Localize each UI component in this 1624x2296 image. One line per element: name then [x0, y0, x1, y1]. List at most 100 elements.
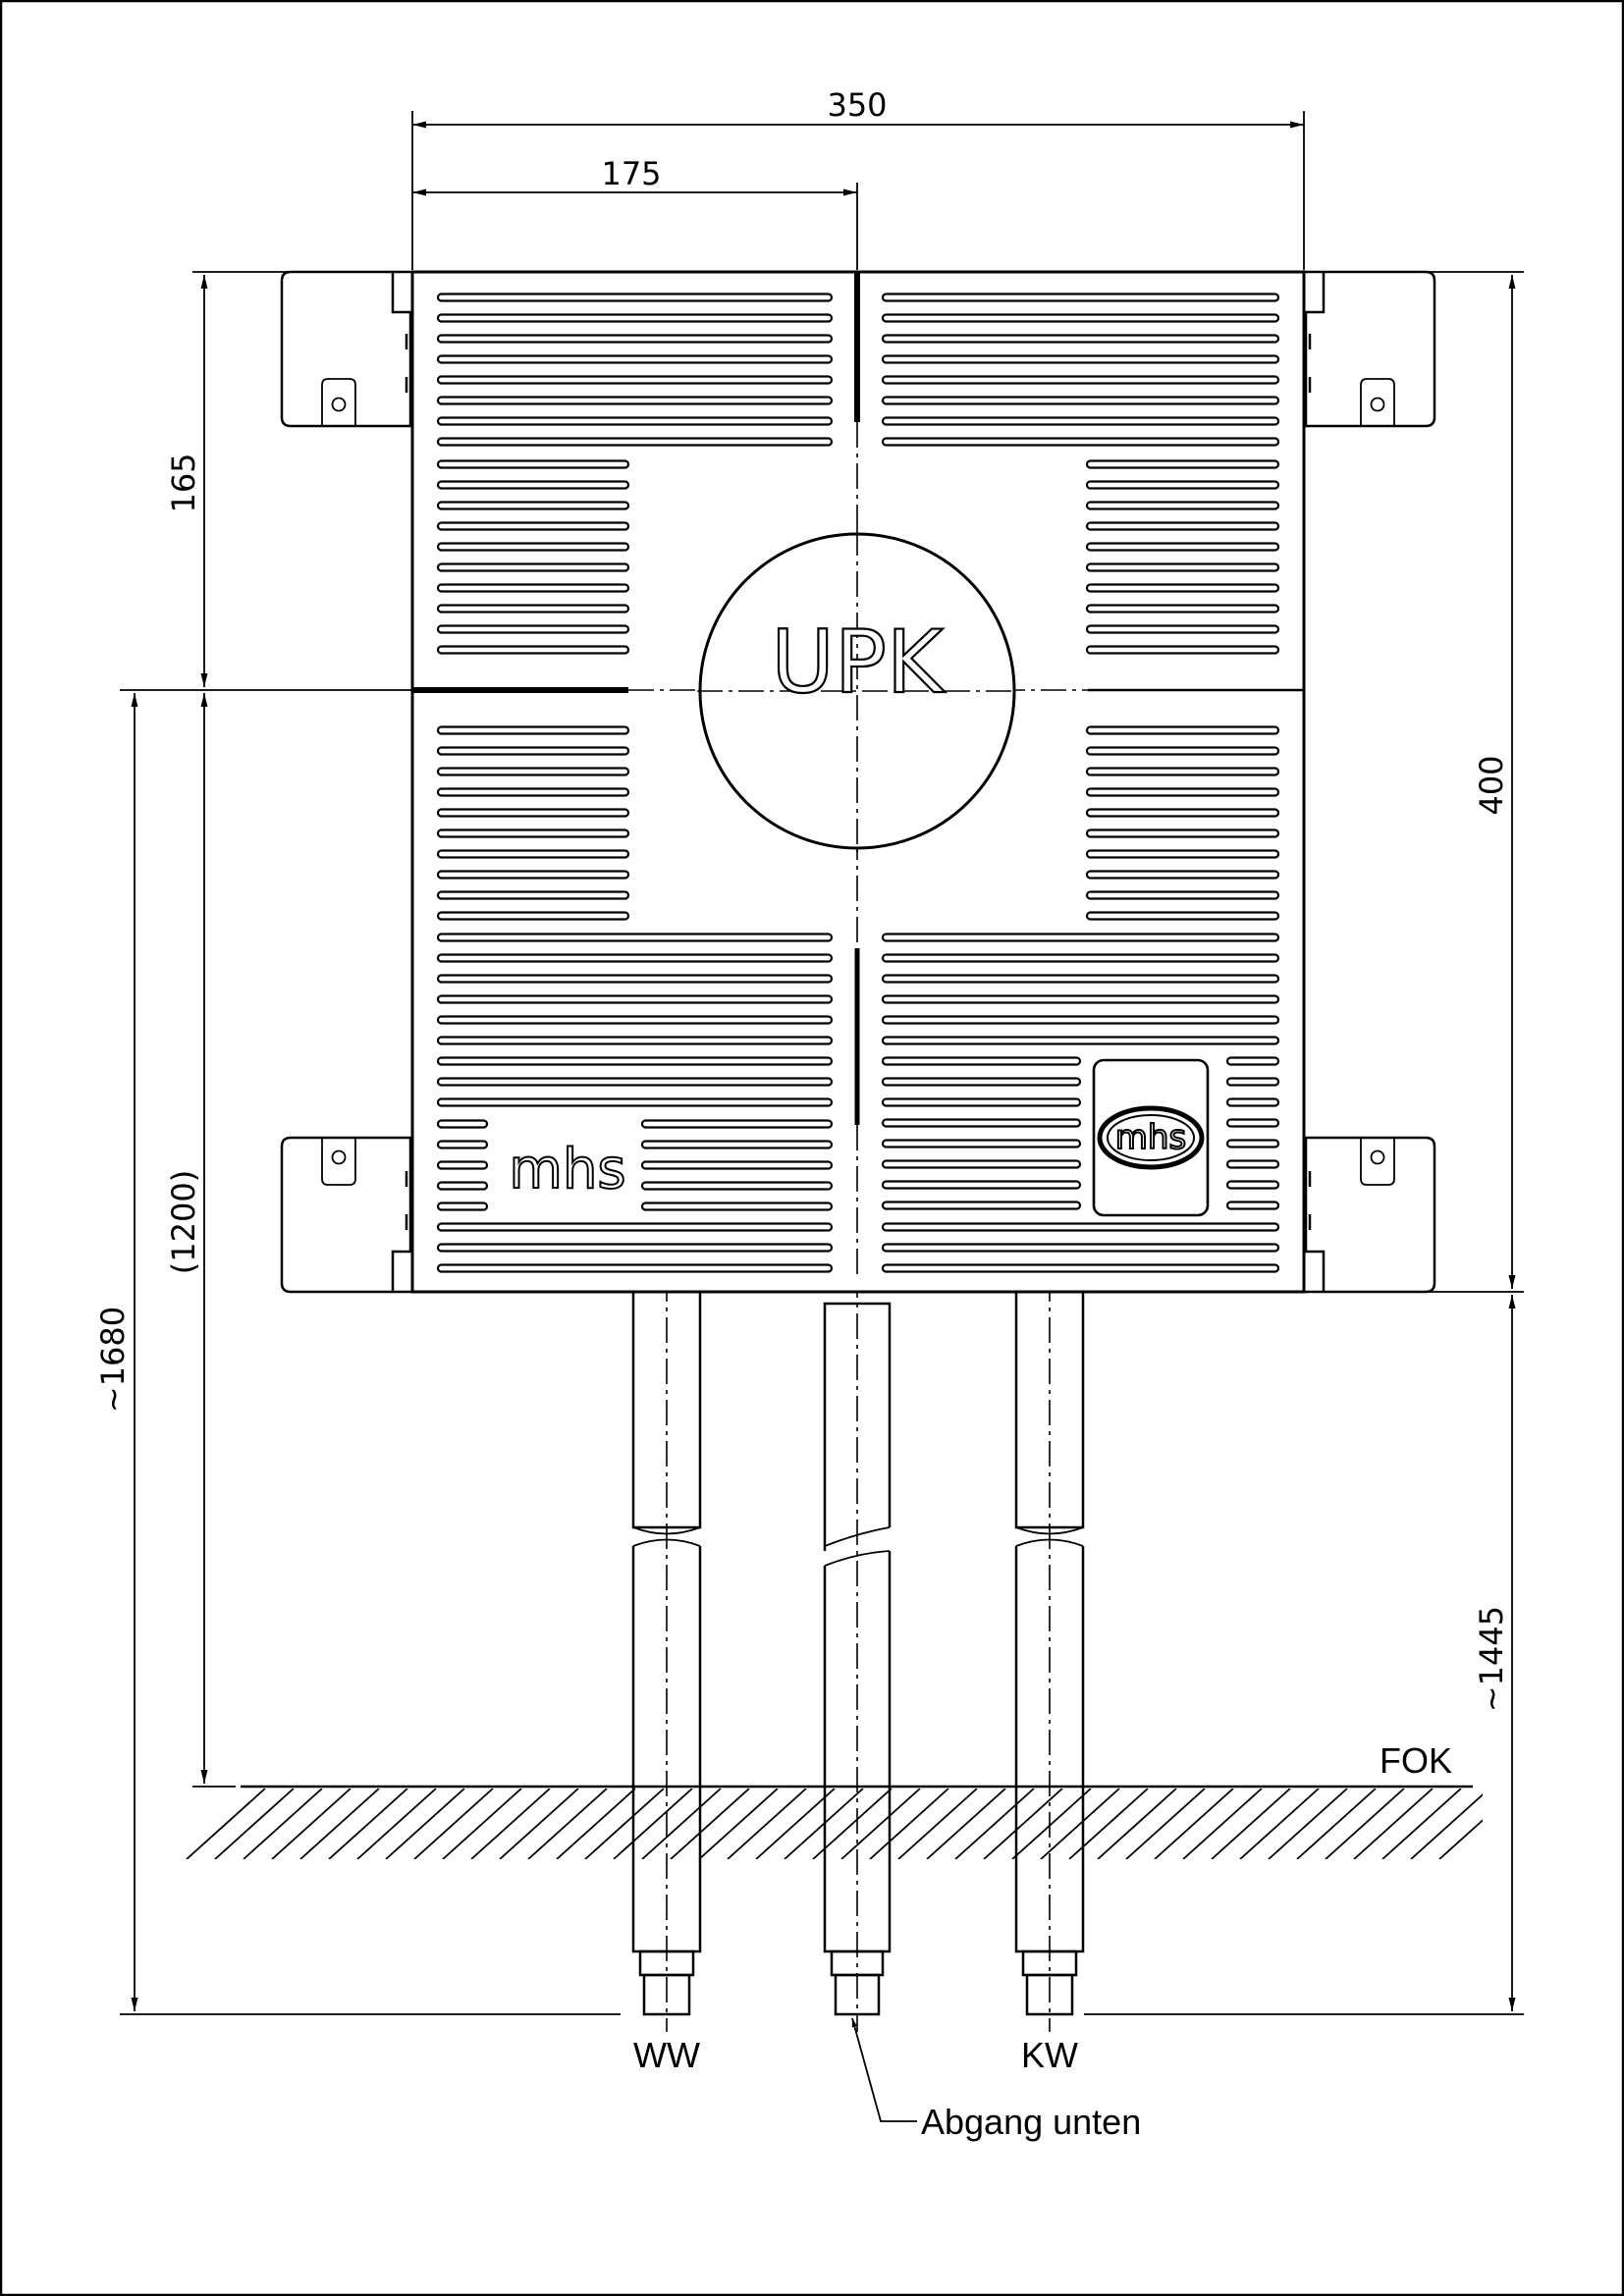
floor-hatch-line [499, 1789, 579, 1859]
vent-slot [1085, 725, 1280, 735]
vent-slot [1085, 624, 1280, 634]
floor-hatch-line [299, 1789, 380, 1859]
vent-slot [436, 583, 630, 593]
vent-slot [436, 890, 630, 900]
vent-slot [436, 1222, 834, 1232]
vent-slot [436, 1036, 834, 1045]
vent-slot [1225, 1159, 1280, 1169]
pipe-left [631, 1276, 702, 2032]
vent-slot [1225, 1056, 1280, 1066]
vent-slot [881, 933, 1280, 942]
floor-hatch-line [727, 1789, 807, 1859]
vent-slot [436, 604, 630, 614]
vent-slot [436, 416, 834, 426]
vent-slot [1085, 542, 1280, 552]
vent-slot [436, 375, 834, 385]
floor-hatch-line [812, 1789, 893, 1859]
vent-slot [881, 313, 1280, 323]
floor-hatch-line [926, 1789, 1006, 1859]
vent-slot [436, 624, 630, 634]
vent-slot [436, 396, 834, 405]
floor-hatch-line [186, 1789, 266, 1859]
floor-hatch-line [1239, 1789, 1320, 1859]
upk-logo: UPK [771, 612, 945, 713]
vent-slot [436, 645, 630, 655]
vent-slot [1085, 459, 1280, 469]
floor-hatch-line [1353, 1789, 1434, 1859]
vent-slot [436, 542, 630, 552]
floor-hatch-line [954, 1789, 1035, 1859]
vent-slot [436, 870, 630, 880]
vent-slot [436, 562, 630, 572]
vent-slot [1085, 849, 1280, 859]
vent-slot [436, 480, 630, 490]
ventilation-slots [436, 293, 1280, 1273]
vent-slot [436, 994, 834, 1004]
vent-slot [881, 1097, 1082, 1107]
vent-slot [436, 313, 834, 323]
vent-slot [1225, 1077, 1280, 1087]
vent-slot [881, 974, 1280, 984]
floor-hatch-line [1381, 1789, 1462, 1859]
mounting-bracket-top-left [280, 270, 412, 428]
floor-hatch-line [869, 1789, 949, 1859]
floor-line [186, 1785, 1483, 1859]
vent-slot [881, 1159, 1082, 1169]
mounting-bracket-top-right [1304, 270, 1436, 428]
vent-slot [640, 1119, 834, 1129]
vent-slot [436, 787, 630, 797]
floor-hatch-line [556, 1789, 636, 1859]
vent-slot [881, 1077, 1082, 1087]
mounting-bracket-bottom-left [280, 1136, 412, 1294]
vent-slot [1085, 870, 1280, 880]
floor-hatch-line [1182, 1789, 1263, 1859]
floor-hatch-line [1410, 1793, 1483, 1859]
vent-slot [640, 1181, 834, 1191]
vent-slot [436, 334, 834, 344]
floor-hatch-line [897, 1789, 978, 1859]
outlet-label: Abgang unten [921, 2102, 1141, 2142]
vent-slot [436, 1181, 489, 1191]
vent-slot [436, 1201, 489, 1211]
vent-slot [436, 1056, 834, 1066]
vent-slot [436, 1119, 489, 1129]
floor-hatch-line [1268, 1789, 1348, 1859]
floor-hatch-line [983, 1789, 1063, 1859]
pipe-label-ww: WW [633, 2035, 700, 2075]
vent-slot [436, 767, 630, 776]
pipe-middle [823, 1269, 892, 2032]
vent-slot [436, 293, 834, 302]
vent-slot [436, 1097, 834, 1107]
floor-hatch-line [670, 1789, 750, 1859]
floor-hatch-line [1154, 1789, 1234, 1859]
vent-slot [1085, 911, 1280, 921]
vent-slot [881, 1201, 1082, 1210]
vent-slot [1085, 501, 1280, 510]
dim-400: 400 [1473, 755, 1510, 815]
vent-slot [1085, 890, 1280, 900]
dim-1445: ~1445 [1473, 1606, 1510, 1712]
vent-slot [640, 1160, 834, 1170]
floor-hatch-line [1097, 1789, 1177, 1859]
vent-slot [436, 501, 630, 510]
vent-slot [881, 1118, 1082, 1128]
vent-slot [436, 459, 630, 469]
vent-slot [436, 746, 630, 756]
floor-hatch-line [641, 1789, 722, 1859]
floor-hatch-line [214, 1789, 295, 1859]
floor-label: FOK [1380, 1740, 1452, 1781]
vent-slot [1225, 1201, 1280, 1210]
vent-slot [436, 1015, 834, 1025]
vent-slot [640, 1201, 834, 1211]
floor-hatch-line [698, 1789, 779, 1859]
vent-slot [436, 808, 630, 818]
vent-slot [640, 1140, 834, 1149]
vent-slot [1085, 562, 1280, 572]
vent-slot [881, 1036, 1280, 1045]
vent-slot [436, 437, 834, 447]
vent-slot [881, 375, 1280, 385]
floor-hatch-line [584, 1789, 665, 1859]
vent-slot [1085, 746, 1280, 756]
